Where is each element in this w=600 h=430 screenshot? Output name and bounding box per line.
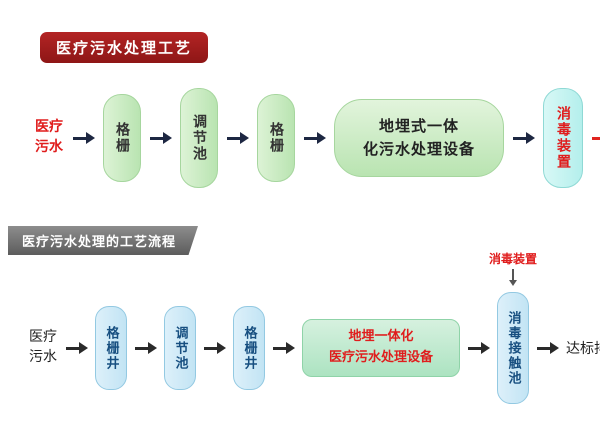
- flow-arrow-icon: [537, 346, 550, 350]
- top-source-label: 医疗污水: [35, 119, 63, 155]
- bottom-main-equipment-line1: 地埋一体化: [348, 329, 414, 345]
- bottom-step-grid-well-1: 格栅井: [95, 306, 127, 390]
- bottom-output-label: 达标排放: [566, 341, 600, 357]
- top-step-grid-2: 格栅: [257, 94, 295, 182]
- top-flow-row: 医疗污水 格栅 调节池 格栅 地埋式一体 化污水处理设备 消毒装置 达标排放: [34, 88, 600, 188]
- bottom-section-title: 医疗污水处理的工艺流程: [8, 226, 199, 255]
- bottom-flow-row: 医疗污水 格栅井 调节池 格栅井 地埋一体化 医疗污水处理设备 消毒装置 消毒接…: [28, 252, 600, 404]
- down-arrow-icon: [512, 269, 514, 280]
- top-step-regulating-tank: 调节池: [180, 88, 218, 188]
- flow-arrow-icon: [468, 346, 481, 350]
- bottom-main-equipment-line2: 医疗污水处理设备: [328, 350, 433, 365]
- flow-arrow-icon: [150, 136, 163, 140]
- top-disinfection-device: 消毒装置: [543, 88, 583, 188]
- bottom-step-grid-well-2: 格栅井: [233, 306, 265, 390]
- flow-arrow-icon: [73, 136, 86, 140]
- top-section-title: 医疗污水处理工艺: [40, 32, 209, 63]
- flow-arrow-icon: [304, 136, 317, 140]
- flow-arrow-icon: [227, 136, 240, 140]
- contact-pool-wrap: 消毒装置 消毒接触池: [489, 252, 537, 404]
- flow-arrow-red-icon: [592, 136, 600, 140]
- flow-arrow-icon: [66, 346, 79, 350]
- flow-arrow-icon: [513, 136, 526, 140]
- flow-arrow-icon: [273, 346, 286, 350]
- bottom-main-equipment-box: 地埋一体化 医疗污水处理设备: [302, 319, 460, 377]
- top-main-equipment-line1: 地埋式一体: [378, 116, 459, 135]
- top-main-equipment-box: 地埋式一体 化污水处理设备: [334, 99, 504, 177]
- bottom-disinfection-contact-pool: 消毒接触池: [497, 292, 529, 404]
- top-main-equipment-line2: 化污水处理设备: [362, 140, 475, 158]
- flow-arrow-icon: [135, 346, 148, 350]
- bottom-step-regulating-tank: 调节池: [164, 306, 196, 390]
- bottom-source-label: 医疗污水: [29, 329, 57, 365]
- top-step-grid-1: 格栅: [103, 94, 141, 182]
- disinfection-annotation-label: 消毒装置: [488, 252, 538, 266]
- flow-arrow-icon: [204, 346, 217, 350]
